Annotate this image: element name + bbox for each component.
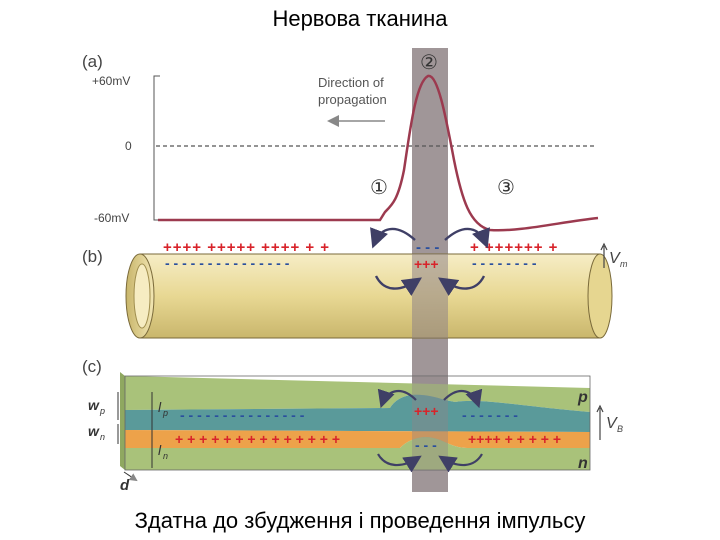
marker-3: ③ [497,177,515,199]
panel-a-label: (a) [82,52,103,71]
inner-positive-charges-mid: +++ [414,256,439,272]
current-arrow-lower-left [374,275,422,296]
axon-far-end [587,253,613,339]
action-potential-trace [158,74,599,232]
slab-arrow-lower-left [377,453,422,473]
outer-positive-charges-right: + ++++++ + [470,239,558,256]
slab-lower-positive-right: ++++ + + + + + [468,431,561,447]
slab-n-layer [125,430,590,448]
y-axis [153,75,160,221]
outer-positive-charges-left: ++++ +++++ ++++ + + [163,239,330,256]
lp-label: l [158,399,162,415]
slab-upper-negative-right: - - - - - - - [462,407,518,423]
y-label-bottom: -60mV [94,211,129,225]
p-label: p [577,389,588,406]
marker-2: ② [420,52,438,74]
slide-title: Нервова тканина [272,6,448,31]
svg-text:n: n [163,451,168,461]
vb-label: V [606,415,618,432]
marker-1: ① [370,177,388,199]
slab-top-layer [125,376,590,412]
d-label: d [120,477,130,494]
n-label: n [578,455,588,472]
vm-label: V [609,250,621,267]
direction-text-1: Direction of [318,75,384,90]
ln-label: l [158,442,162,458]
slab-upper-negative-left: - - - - - - - - - - - - - - - [180,407,305,423]
vm-subscript: m [620,259,628,269]
direction-text-2: propagation [318,92,387,107]
slab-arrow-upper-right [443,388,483,409]
wn-label: w [88,423,100,439]
axon-lumen [133,263,151,329]
slab-arrow-upper-left [377,388,417,409]
current-arrow-lower-right [438,275,486,296]
wp-label: w [88,397,100,413]
panel-c-label: (c) [82,357,102,376]
current-arrow-upper-right [444,227,490,249]
y-label-zero: 0 [125,139,132,153]
d-arrow [123,471,138,482]
inner-negative-charges-left: - - - - - - - - - - - - - - - [165,255,290,271]
slab-lower-negative-mid: - - - [415,437,437,453]
slide-caption: Здатна до збудження і проведення імпульс… [134,508,586,533]
inner-negative-charges-right: - - - - - - - - [472,255,537,271]
outer-negative-charges-mid: - - - [416,239,439,256]
slab-lower-positive-left: + + + + + + + + + + + + + + [175,431,340,447]
svg-text:p: p [99,406,105,416]
panel-b-label: (b) [82,247,103,266]
slab-arrow-lower-right [438,453,483,473]
slab-upper-positive-mid: +++ [414,403,439,419]
y-label-top: +60mV [92,74,130,88]
svg-text:p: p [162,408,168,418]
current-arrow-upper-left [370,227,416,249]
svg-text:n: n [100,432,105,442]
svg-text:B: B [617,424,623,434]
